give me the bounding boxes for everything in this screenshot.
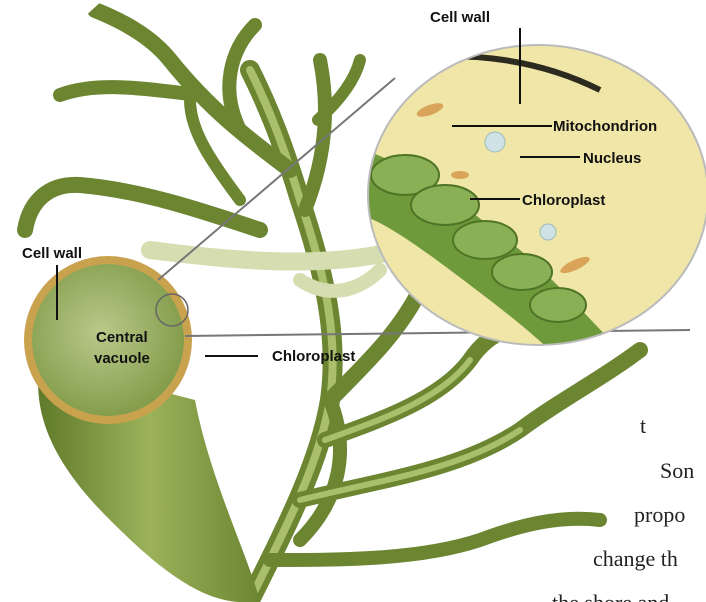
label-cell-wall-top: Cell wall xyxy=(430,9,490,26)
body-text-line-3: propo xyxy=(634,502,685,527)
label-cell-wall-left: Cell wall xyxy=(22,245,82,262)
body-text-line-5: the shore and xyxy=(552,590,669,602)
label-nucleus: Nucleus xyxy=(583,150,641,167)
body-text-line-4: change th xyxy=(593,546,678,571)
body-text-line-2: Son xyxy=(660,458,694,483)
body-text-line-1: t xyxy=(640,413,646,438)
label-vacuole-line2: vacuole xyxy=(94,350,150,367)
label-mitochondrion: Mitochondrion xyxy=(553,118,657,135)
label-central-line1: Central xyxy=(96,329,148,346)
label-chloroplast-bottom: Chloroplast xyxy=(272,348,355,365)
label-chloroplast-top: Chloroplast xyxy=(522,192,605,209)
filament-cross-section xyxy=(24,256,260,602)
body-text-fragment: t Son propo change th the shore and xyxy=(552,413,694,602)
